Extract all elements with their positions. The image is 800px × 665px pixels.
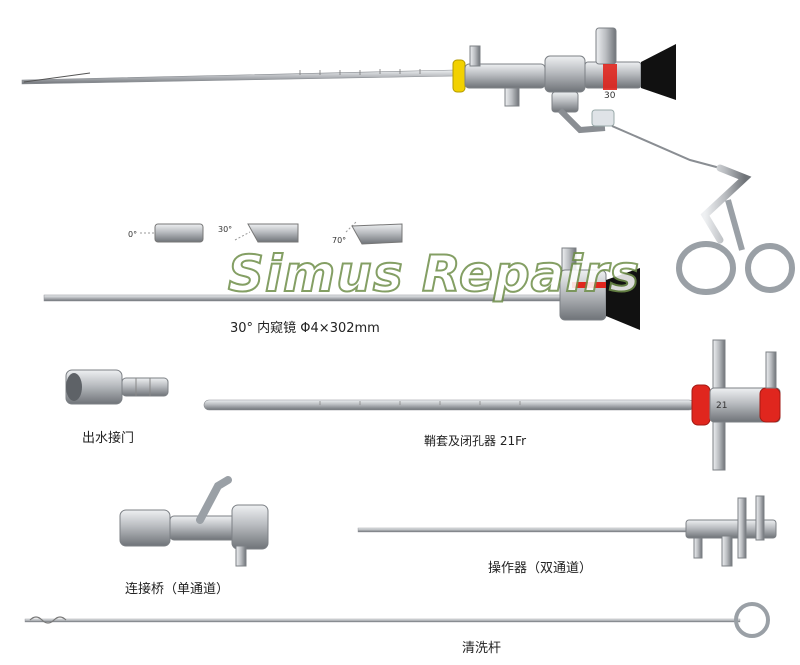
endoscope (43, 247, 640, 330)
svg-text:70°: 70° (332, 236, 346, 245)
eyepiece (641, 44, 676, 100)
svg-text:0°: 0° (128, 230, 137, 239)
scope-marker-text: 30 (604, 91, 616, 101)
assembled-instrument: 30 (21, 27, 795, 295)
label-scope: 30° 内窥镜 Φ4×302mm (230, 321, 380, 336)
tip-0-degree: 0° (128, 223, 204, 243)
scope-scale-ticks (299, 69, 421, 75)
sheath-marker-text: 21 (716, 401, 727, 411)
sheath-red-ring (691, 384, 711, 426)
label-sheath: 鞘套及闭孔器 21Fr (424, 434, 527, 448)
watermark: Simus Repairs (227, 245, 641, 303)
scope-red-band (603, 64, 617, 90)
scope-red-ring (572, 282, 606, 288)
label-outlet: 出水接门 (82, 431, 135, 446)
handle-ring-right (745, 243, 795, 293)
label-working-element: 操作器（双通道） (488, 561, 593, 576)
outlet-part (65, 369, 169, 405)
working-element (357, 495, 777, 567)
handle-ring-left (676, 241, 736, 295)
tip-70-degree: 70° (332, 221, 403, 245)
cleaning-rod (24, 602, 770, 638)
cleaning-rod-ring (734, 602, 770, 638)
tip-30-degree: 30° (218, 223, 299, 243)
angle-tip-diagrams: 0° 30° 70° (128, 221, 403, 245)
connecting-bridge (119, 476, 269, 567)
sheath-obturator: 21 (203, 339, 781, 471)
label-cleaning-rod: 清洗杆 (462, 641, 502, 656)
label-bridge: 连接桥（单通道） (125, 582, 230, 597)
scope-eyepiece (606, 268, 640, 330)
svg-text:30°: 30° (218, 225, 232, 234)
yellow-ring (452, 59, 466, 93)
